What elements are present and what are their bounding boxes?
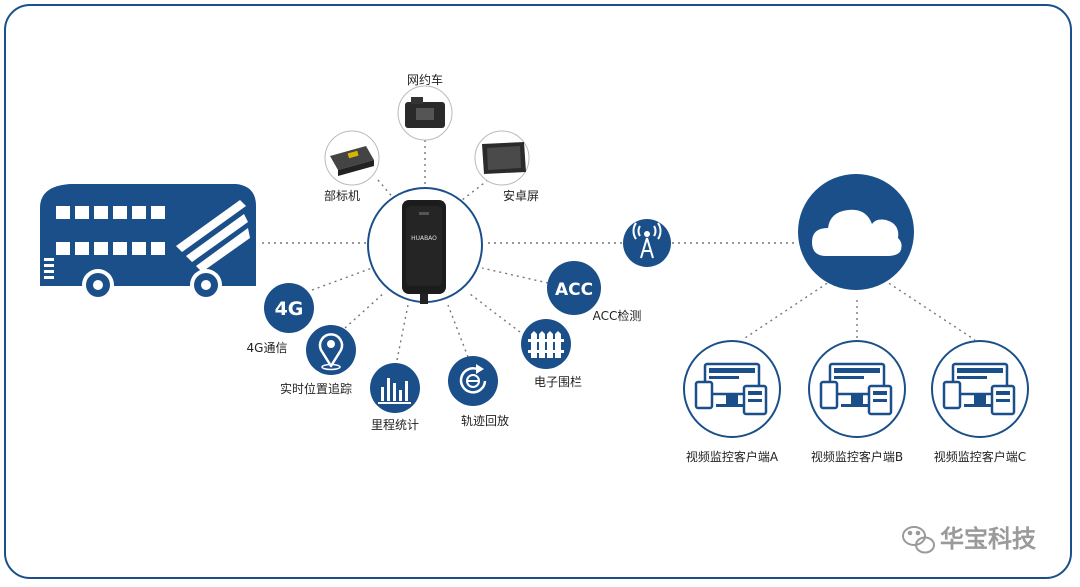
4g-icon: 4G <box>264 283 314 333</box>
client-b-label: 视频监控客户端B <box>811 449 903 464</box>
client-a-label: 视频监控客户端A <box>686 449 779 464</box>
location-pin-icon <box>306 325 356 375</box>
replay-icon <box>448 356 498 406</box>
terminal-brand: HUABAO <box>411 235 437 242</box>
feature-label-mileage: 里程统计 <box>371 417 419 432</box>
acc-badge: ACC <box>555 280 593 300</box>
wechat-icon <box>902 526 935 554</box>
device-label-anzhuoping: 安卓屏 <box>503 188 539 203</box>
feature-label-track: 轨迹回放 <box>461 413 509 428</box>
bus-icon <box>40 184 256 301</box>
feature-label-acc: ACC检测 <box>593 308 642 323</box>
client-c-icon <box>931 340 1029 438</box>
client-c-label: 视频监控客户端C <box>934 449 1026 464</box>
fence-icon <box>521 319 571 369</box>
android-screen-device <box>474 130 530 186</box>
watermark-text: 华宝科技 <box>940 525 1037 553</box>
cloud-icon <box>798 174 914 290</box>
feature-label-location: 实时位置追踪 <box>280 381 352 396</box>
feature-label-4g: 4G通信 <box>247 341 288 355</box>
ride-hailing-device <box>397 85 453 141</box>
gps-terminal-hub: HUABAO <box>367 187 483 304</box>
client-a-icon <box>683 340 781 438</box>
signal-tower-icon <box>623 219 671 267</box>
device-label-bubiaoji: 部标机 <box>324 188 360 203</box>
connection-lines <box>262 140 976 361</box>
diagram-frame <box>4 4 1072 579</box>
client-b-icon <box>808 340 906 438</box>
standard-recorder-device <box>324 130 380 186</box>
feature-label-fence: 电子围栏 <box>534 374 582 389</box>
4g-badge: 4G <box>275 298 304 320</box>
device-label-wangyueche: 网约车 <box>407 72 443 87</box>
acc-icon: ACC <box>547 261 601 315</box>
bar-chart-icon <box>370 363 420 413</box>
